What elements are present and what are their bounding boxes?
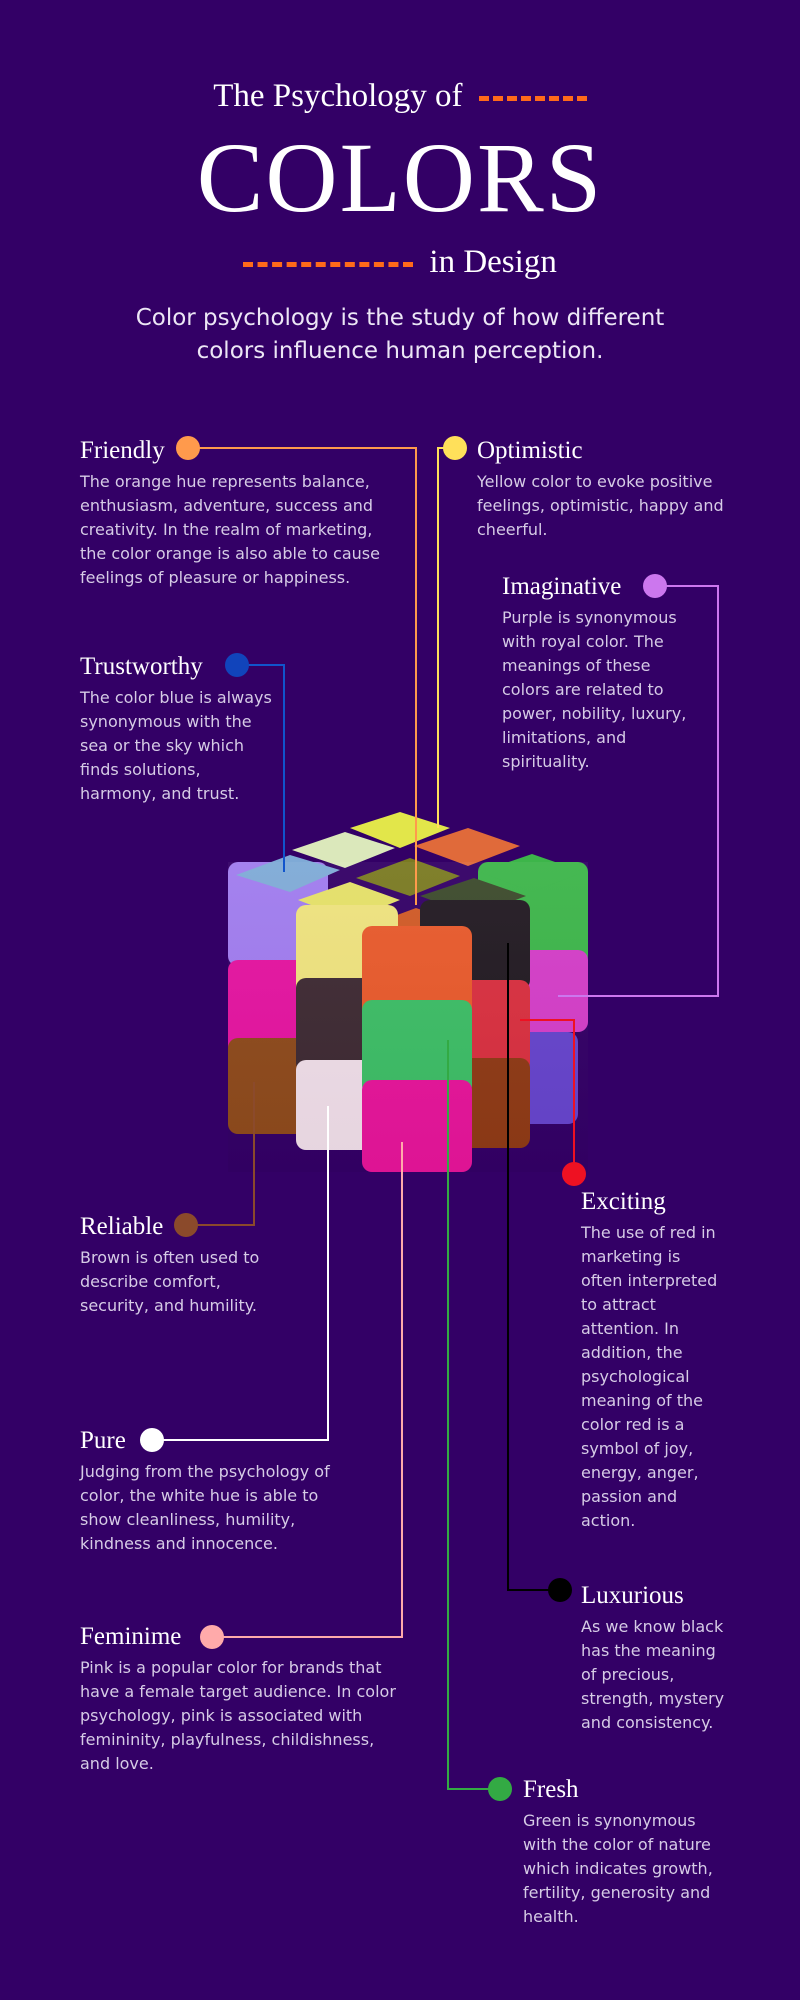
item-optimistic-desc: Yellow color to evoke positive feelings,…: [477, 472, 724, 539]
dot-feminime: [200, 1625, 224, 1649]
item-optimistic: Optimistic Yellow color to evoke positiv…: [477, 436, 732, 542]
item-optimistic-title: Optimistic: [477, 437, 583, 464]
item-feminime: Feminime Pink is a popular color for bra…: [80, 1622, 405, 1776]
item-imaginative-title: Imaginative: [502, 573, 622, 600]
subtitle: Color psychology is the study of how dif…: [135, 305, 665, 364]
header-line-1-text: The Psychology of: [213, 78, 463, 114]
header-dash-right: [478, 95, 587, 101]
item-reliable-title: Reliable: [80, 1213, 164, 1240]
item-luxurious-title: Luxurious: [581, 1582, 684, 1609]
item-reliable: Reliable Brown is often used to describe…: [80, 1212, 280, 1318]
cube-shading: [228, 862, 588, 1172]
header-line-3: in Design: [0, 244, 800, 281]
color-cube: [228, 812, 588, 1172]
dot-fresh: [488, 1777, 512, 1801]
cube-top-lightgreen: [292, 832, 395, 868]
item-fresh-title: Fresh: [523, 1776, 579, 1803]
dot-luxurious: [548, 1578, 572, 1602]
cube-top-yellow: [350, 812, 450, 848]
header-line-1: The Psychology of: [0, 78, 800, 115]
connector-pure: [152, 1106, 329, 1441]
connector-trustworthy: [237, 664, 285, 872]
item-imaginative-desc: Purple is synonymous with royal color. T…: [502, 608, 687, 771]
connector-imaginative: [558, 585, 719, 997]
item-exciting: Exciting The use of red in marketing is …: [581, 1187, 721, 1533]
item-friendly: Friendly The orange hue represents balan…: [80, 436, 380, 590]
connector-luxurious: [507, 943, 560, 1591]
dot-imaginative: [643, 574, 667, 598]
connector-feminime: [212, 1142, 403, 1638]
item-fresh: Fresh Green is synonymous with the color…: [523, 1775, 723, 1929]
item-trustworthy-title: Trustworthy: [80, 653, 203, 680]
dot-trustworthy: [225, 653, 249, 677]
dot-pure: [140, 1428, 164, 1452]
item-friendly-desc: The orange hue represents balance, enthu…: [80, 472, 380, 587]
dot-reliable: [174, 1213, 198, 1237]
item-friendly-title: Friendly: [80, 437, 165, 464]
connector-optimistic: [437, 447, 455, 828]
item-pure-title: Pure: [80, 1427, 126, 1454]
item-luxurious-desc: As we know black has the meaning of prec…: [581, 1617, 725, 1732]
dot-exciting: [562, 1162, 586, 1186]
item-trustworthy-desc: The color blue is always synonymous with…: [80, 688, 272, 803]
connector-exciting: [520, 1019, 575, 1174]
item-imaginative: Imaginative Purple is synonymous with ro…: [502, 572, 687, 774]
header-title: COLORS: [196, 122, 604, 233]
item-fresh-desc: Green is synonymous with the color of na…: [523, 1811, 713, 1926]
cube-top-orange-back: [414, 828, 520, 866]
connector-reliable: [186, 1082, 255, 1226]
item-luxurious: Luxurious As we know black has the meani…: [581, 1581, 726, 1735]
item-trustworthy: Trustworthy The color blue is always syn…: [80, 652, 280, 806]
item-pure: Pure Judging from the psychology of colo…: [80, 1426, 335, 1556]
connector-fresh: [447, 1040, 500, 1790]
header-dash-left: [243, 261, 414, 267]
dot-friendly: [176, 436, 200, 460]
connector-friendly: [188, 447, 417, 905]
item-feminime-desc: Pink is a popular color for brands that …: [80, 1658, 396, 1773]
header-line-3-text: in Design: [429, 244, 557, 280]
item-feminime-title: Feminime: [80, 1623, 182, 1650]
dot-optimistic: [443, 436, 467, 460]
item-pure-desc: Judging from the psychology of color, th…: [80, 1462, 330, 1553]
item-exciting-desc: The use of red in marketing is often int…: [581, 1223, 718, 1530]
item-reliable-desc: Brown is often used to describe comfort,…: [80, 1248, 260, 1315]
item-exciting-title: Exciting: [581, 1188, 666, 1215]
